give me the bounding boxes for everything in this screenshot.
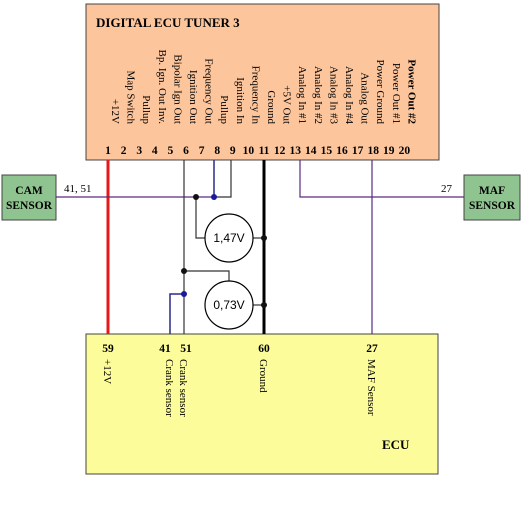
maf-sensor-label-line2: SENSOR xyxy=(469,200,516,212)
tuner-pin-number: 6 xyxy=(183,145,189,157)
tuner-pin-number: 1 xyxy=(105,145,111,157)
meter-top-left-lead xyxy=(195,197,205,239)
tuner-pin-label: Ignition Out xyxy=(187,70,199,124)
tuner-pin-number: 17 xyxy=(352,145,364,157)
tuner-pin-label: Power Ground xyxy=(374,60,386,125)
tuner-pin-number: 14 xyxy=(305,145,317,157)
tuner-pin-label: Pullup xyxy=(218,95,230,124)
crank-41-wire xyxy=(169,293,184,334)
tuner-pin-label: Analog In #4 xyxy=(343,66,355,125)
cam-wire-label: 41, 51 xyxy=(64,183,92,195)
ignition-in-wire xyxy=(214,160,232,198)
tuner-pin-number: 9 xyxy=(230,145,236,157)
tuner-pin-number: 19 xyxy=(383,145,395,157)
tuner-pin-label: Frequency In xyxy=(249,66,261,125)
tuner-pin-number: 11 xyxy=(259,145,270,157)
tuner-pin-label: Frequency Out xyxy=(203,58,215,124)
junction-node xyxy=(181,291,187,297)
ecu-pin-number: 27 xyxy=(366,343,378,355)
tuner-pin-label: +12V xyxy=(109,99,121,124)
ecu-pin-label: +12V xyxy=(101,359,113,384)
cam-sensor-box xyxy=(1,174,57,221)
ecu-pin-label: MAF Sensor xyxy=(365,359,377,416)
tuner-pin-label: Pullup xyxy=(140,95,152,124)
tuner-pin-label: Analog In #1 xyxy=(296,66,308,124)
tuner-pin-label: +5V Out xyxy=(281,85,293,124)
tuner-pin-label: Ignition In xyxy=(234,77,246,124)
tuner-pin-number: 5 xyxy=(168,145,174,157)
tuner-pin-label: Bp. Ign. Out Inv. xyxy=(156,50,168,125)
maf-wire xyxy=(299,160,464,198)
junction-node xyxy=(181,268,187,274)
tuner-pin-label: Ground xyxy=(265,90,277,124)
ecu-pin-number: 60 xyxy=(258,343,270,355)
ecu-pin-label: Crank sensor xyxy=(177,359,189,417)
tuner-pin-number: 12 xyxy=(274,145,286,157)
tuner-pin-label: Analog In #3 xyxy=(327,66,339,125)
tuner-pin-number: 13 xyxy=(289,145,301,157)
cam-sensor-label-line1: CAM xyxy=(15,185,43,197)
voltmeter-bottom-reading: 0,73V xyxy=(213,298,244,312)
ecu-pin-number: 41 xyxy=(159,343,171,355)
maf-wire-label: 27 xyxy=(441,183,453,195)
ecu-pin-number: 51 xyxy=(180,343,192,355)
tuner-pin-group: 1 +12V 2 Map Switch 3 Pullup 4 Bp. Ign. Out Inv… xyxy=(105,50,417,157)
cam-sensor-label-line2: SENSOR xyxy=(6,200,53,212)
maf-sensor-box xyxy=(463,174,521,221)
voltmeter-top xyxy=(204,213,254,263)
junction-node xyxy=(211,194,217,200)
junction-node xyxy=(193,194,199,200)
tuner-pin-number: 16 xyxy=(336,145,348,157)
junction-node xyxy=(261,235,267,241)
ecu-pin-label: Crank sensor xyxy=(163,359,175,417)
tuner-pin-number: 20 xyxy=(399,145,411,157)
junction-node-group xyxy=(181,194,267,308)
tuner-title: DIGITAL ECU TUNER 3 xyxy=(96,15,240,30)
tuner-pin-number: 15 xyxy=(321,145,333,157)
tuner-pin-label: Power Out #2 xyxy=(405,59,417,124)
tuner-pin-label: Map Switch xyxy=(125,71,137,125)
ecu-pin-label: Ground xyxy=(257,359,269,393)
tuner-pin-number: 2 xyxy=(121,145,127,157)
junction-node xyxy=(261,302,267,308)
tuner-pin-label: Bipolar Ign Out xyxy=(171,54,183,124)
maf-sensor-label-line1: MAF xyxy=(479,185,505,197)
tuner-box xyxy=(85,3,440,161)
ecu-box xyxy=(85,333,439,475)
tuner-pin-number: 18 xyxy=(367,145,379,157)
tuner-pin-number: 10 xyxy=(243,145,255,157)
voltmeter-top-reading: 1,47V xyxy=(213,231,244,245)
tuner-pin-number: 3 xyxy=(136,145,142,157)
ecu-title: ECU xyxy=(382,437,410,452)
tuner-pin-label: Analog In #2 xyxy=(312,66,324,124)
voltmeter-bottom xyxy=(204,280,254,330)
tuner-pin-number: 4 xyxy=(152,145,158,157)
wire-group xyxy=(56,160,464,334)
tuner-pin-label: Analog Out xyxy=(359,72,371,124)
ecu-pin-number: 59 xyxy=(102,343,114,355)
tuner-pin-number: 7 xyxy=(199,145,205,157)
tuner-pin-label: Power Out #1 xyxy=(390,63,402,124)
tuner-pin-number: 8 xyxy=(214,145,220,157)
